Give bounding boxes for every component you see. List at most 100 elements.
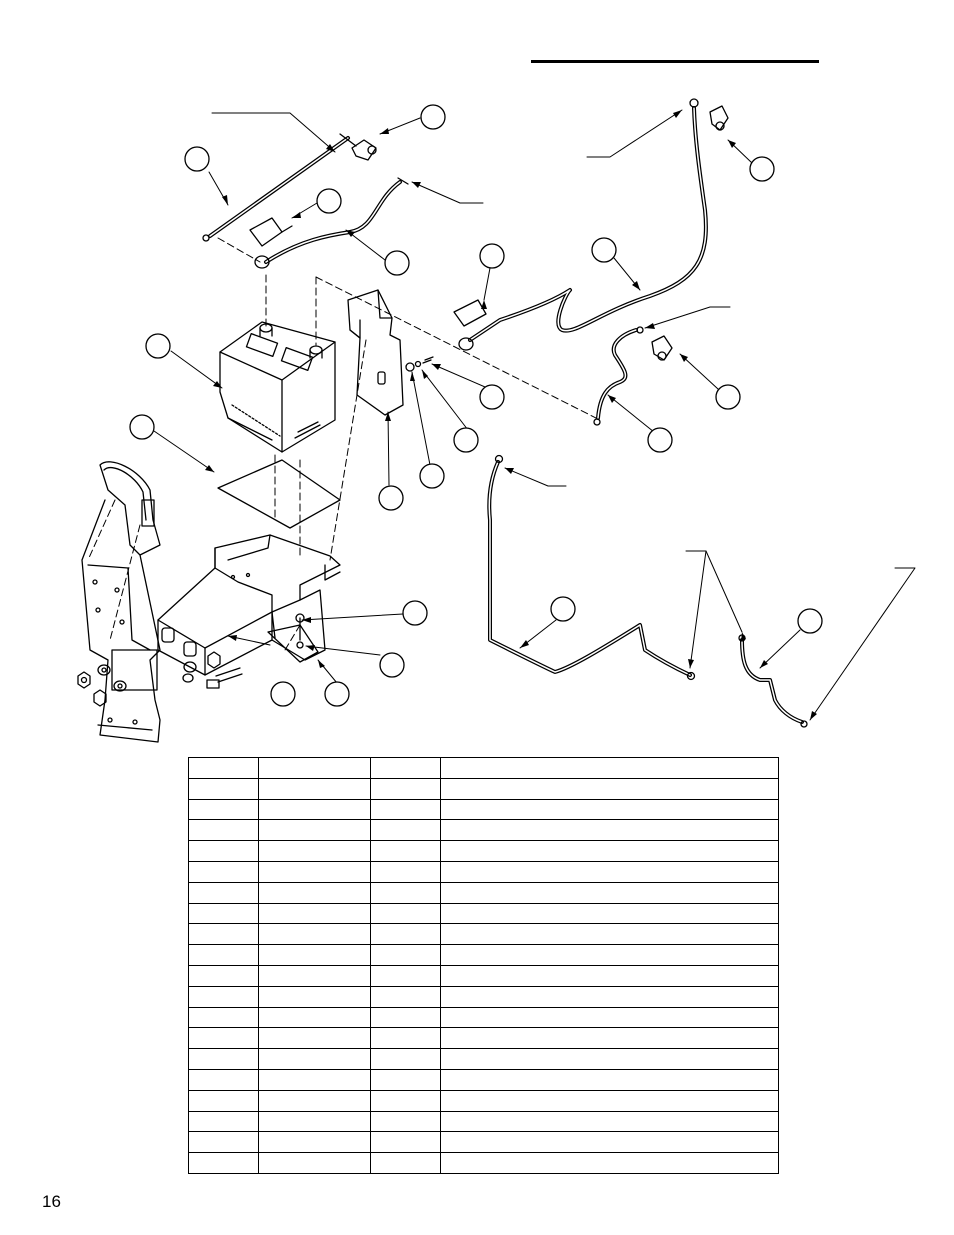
table-cell	[370, 902, 441, 925]
table-row	[188, 902, 779, 925]
callout-circle	[479, 384, 505, 410]
battery-pad	[217, 459, 341, 529]
table-cell	[370, 985, 441, 1008]
table-row	[188, 923, 779, 946]
table-cell	[258, 964, 371, 987]
table-cell	[370, 1152, 441, 1174]
callout-circle	[420, 104, 446, 130]
table-cell	[188, 1110, 259, 1133]
callout-circle	[316, 188, 342, 214]
table-cell	[440, 964, 779, 987]
table-cell	[188, 840, 259, 862]
table-cell	[258, 840, 371, 862]
table-cell	[188, 1048, 259, 1070]
table-cell	[370, 881, 441, 904]
table-row	[188, 985, 779, 1008]
table-cell	[440, 840, 779, 862]
hold-down-bracket	[347, 289, 434, 416]
callout-circle	[479, 243, 505, 269]
table-cell	[370, 1006, 441, 1029]
table-cell	[188, 923, 259, 946]
battery-tray	[157, 534, 341, 676]
table-cell	[258, 798, 371, 821]
table-cell	[258, 777, 371, 800]
callout-circle	[550, 596, 576, 622]
table-row	[188, 860, 779, 883]
table-row	[188, 1152, 779, 1174]
table-cell	[370, 923, 441, 946]
table-cell	[370, 1068, 441, 1091]
mounting-bracket	[81, 461, 161, 743]
table-cell	[188, 860, 259, 883]
callout-circles	[129, 104, 823, 707]
table-row	[188, 819, 779, 842]
table-row	[188, 840, 779, 862]
table-cell	[370, 798, 441, 821]
callout-circle	[749, 156, 775, 182]
callout-circle	[129, 414, 155, 440]
battery-cable-short	[593, 326, 673, 426]
table-cell	[370, 1131, 441, 1154]
table-cell	[440, 1152, 779, 1174]
table-cell	[370, 1048, 441, 1070]
table-cell	[188, 881, 259, 904]
table-cell	[258, 1089, 371, 1112]
table-cell	[440, 1068, 779, 1091]
table-cell	[370, 819, 441, 842]
table-cell	[188, 777, 259, 800]
callout-circle	[379, 652, 405, 678]
table-row	[188, 944, 779, 966]
table-cell	[440, 819, 779, 842]
table-cell	[188, 798, 259, 821]
table-cell	[258, 1048, 371, 1070]
table-cell	[440, 757, 779, 779]
table-cell	[440, 1048, 779, 1070]
table-cell	[188, 1027, 259, 1050]
table-cell	[258, 1027, 371, 1050]
table-cell	[440, 1131, 779, 1154]
battery-cable-straight	[202, 133, 377, 242]
table-cell	[258, 1152, 371, 1174]
parts-list-table	[188, 757, 779, 1174]
table-cell	[440, 902, 779, 925]
table-cell	[370, 1027, 441, 1050]
table-row	[188, 964, 779, 987]
table-row	[188, 1048, 779, 1070]
table-cell	[440, 881, 779, 904]
table-cell	[440, 1089, 779, 1112]
table-cell	[370, 1089, 441, 1112]
table-cell	[440, 798, 779, 821]
table-cell	[188, 1152, 259, 1174]
table-cell	[258, 819, 371, 842]
ground-cable	[487, 454, 696, 681]
table-cell	[188, 757, 259, 779]
table-cell	[188, 1089, 259, 1112]
callout-circle	[324, 681, 350, 707]
callout-circle	[715, 384, 741, 410]
table-cell	[258, 902, 371, 925]
table-cell	[258, 944, 371, 966]
table-cell	[370, 944, 441, 966]
table-cell	[440, 1110, 779, 1133]
table-cell	[188, 1131, 259, 1154]
table-cell	[258, 757, 371, 779]
table-cell	[440, 860, 779, 883]
table-cell	[440, 944, 779, 966]
page-number: 16	[42, 1192, 61, 1211]
table-cell	[440, 777, 779, 800]
table-cell	[370, 777, 441, 800]
callout-circle	[647, 427, 673, 453]
table-cell	[188, 902, 259, 925]
callout-circle	[591, 237, 617, 263]
callout-circle	[184, 146, 210, 172]
table-cell	[258, 1131, 371, 1154]
table-cell	[188, 985, 259, 1008]
assembly-dashed-lines	[87, 237, 601, 651]
callout-circle	[402, 600, 428, 626]
callout-circle	[453, 427, 479, 453]
table-cell	[370, 860, 441, 883]
table-cell	[258, 881, 371, 904]
table-cell	[188, 819, 259, 842]
jumper-cable	[738, 634, 808, 728]
callout-circle	[145, 333, 171, 359]
